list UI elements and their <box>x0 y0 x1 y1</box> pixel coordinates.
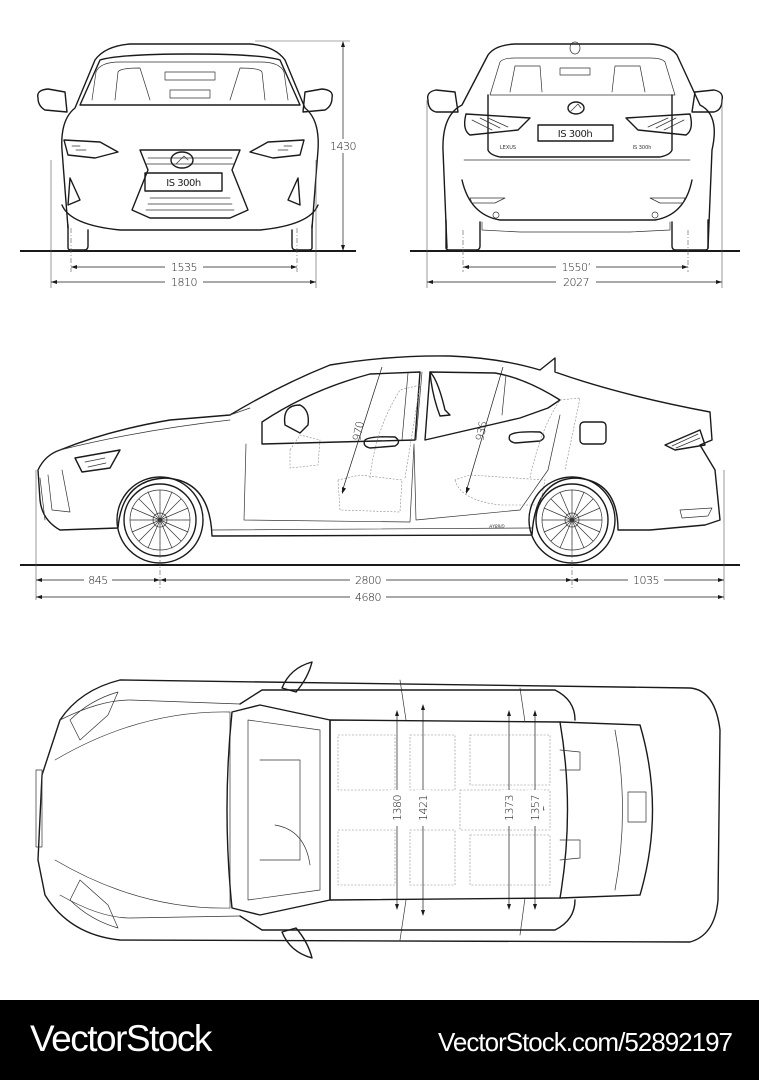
rear-overhang-dimension: 1035 <box>633 574 659 587</box>
front-interior-width-dimension: 1421 <box>417 795 430 821</box>
rear-track-dimension: 1550’ <box>562 261 591 274</box>
front-view: IS 300h 1430 1535 1810 <box>0 30 380 300</box>
front-plate-text: IS 300h <box>166 178 201 189</box>
top-view: 1380 1421 1373 1357 <box>0 650 759 960</box>
length-dimension: 4680 <box>355 591 381 604</box>
vectorstock-url: VectorStock.com/52892197 <box>438 1027 733 1057</box>
rear-view: IS 300h LEXUS IS 300h 1550’ 2027 <box>400 30 759 300</box>
rear-interior-width-dimension: 1373 <box>503 795 516 821</box>
wheelbase-dimension: 2800 <box>355 574 381 587</box>
rear-plate-text: IS 300h <box>558 129 593 140</box>
rear-headroom-dimension: 936 <box>473 420 490 442</box>
front-headroom-dimension: 970 <box>350 420 367 442</box>
hybrid-badge: HYBRID <box>489 524 504 529</box>
rear-shoulder-width-dimension: 1357 <box>529 795 542 821</box>
side-view: HYBRID 970 936 845 2800 1035 4680 <box>0 340 759 610</box>
front-shoulder-width-dimension: 1380 <box>391 795 404 821</box>
rear-badge-model: IS 300h <box>633 145 652 151</box>
watermark-footer: VectorStock VectorStock.com/52892197 <box>0 1000 759 1080</box>
rear-width-dimension: 2027 <box>563 276 589 289</box>
front-overhang-dimension: 845 <box>88 574 108 587</box>
front-width-dimension: 1810 <box>171 276 197 289</box>
rear-badge-lexus: LEXUS <box>500 145 516 151</box>
vectorstock-logo: VectorStock <box>30 1018 212 1059</box>
front-track-dimension: 1535 <box>171 261 197 274</box>
height-dimension: 1430 <box>330 140 356 153</box>
